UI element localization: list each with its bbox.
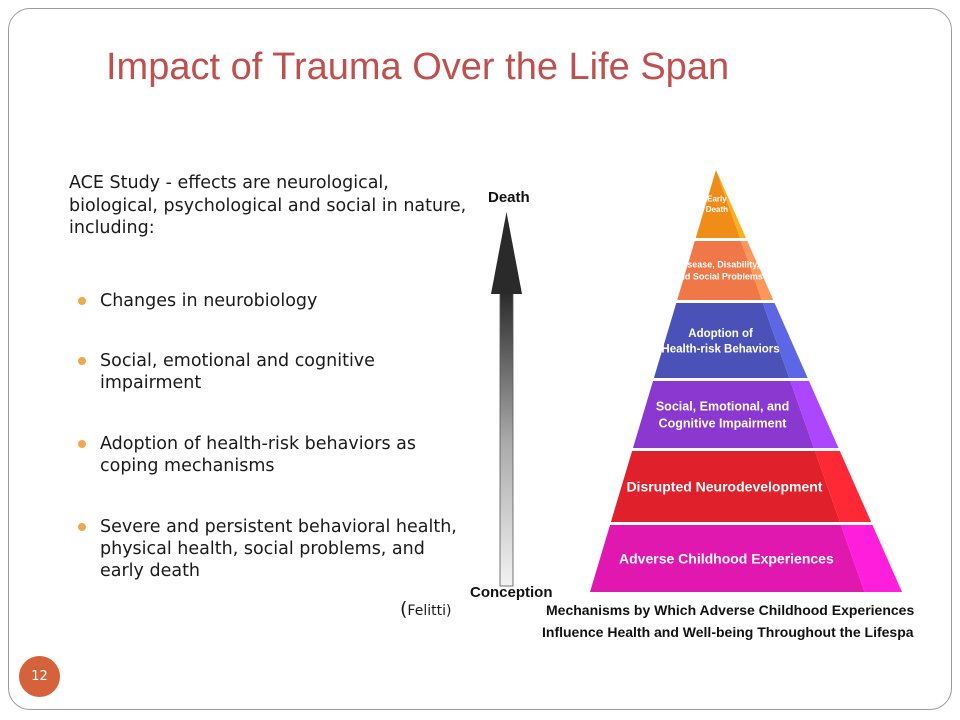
bullet-item: Changes in neurobiology <box>78 290 463 312</box>
citation-paren: ( <box>400 598 408 620</box>
pyramid-tier-front <box>653 303 790 378</box>
bullet-item: Severe and persistent behavioral health,… <box>78 516 463 582</box>
pyramid-tier-front <box>632 381 814 448</box>
slide-title: Impact of Trauma Over the Life Span <box>106 46 730 88</box>
pyramid-tier-label: Disease, Disability, <box>678 260 759 270</box>
pyramid-tier-label: Health-risk Behaviors <box>661 343 779 355</box>
pyramid-tier-front <box>695 170 740 238</box>
timeline-arrow-head-icon <box>491 212 522 294</box>
pyramid-tier-label: Early <box>707 194 727 203</box>
axis-bottom-label: Conception <box>470 584 553 601</box>
pyramid-tier-label: Adverse Childhood Experiences <box>619 550 834 566</box>
pyramid-tier-front <box>590 525 865 592</box>
bullet-dot-icon <box>78 523 86 531</box>
pyramid-tier-side <box>790 381 839 448</box>
pyramid-tier-front <box>610 451 840 522</box>
pyramid-tier-label: Death <box>706 205 728 214</box>
pyramid-tier-side <box>740 241 774 300</box>
pyramid-tier-label: Cognitive Impairment <box>659 416 788 430</box>
pyramid-tier-label: Disrupted Neurodevelopment <box>626 478 822 494</box>
pyramid-caption-line1: Mechanisms by Which Adverse Childhood Ex… <box>546 602 914 618</box>
bullet-text: Changes in neurobiology <box>100 291 318 311</box>
bullet-item: Social, emotional and cognitive impairme… <box>78 350 463 394</box>
pyramid-tier-side <box>840 525 902 592</box>
pyramid-tier-label: Adoption of <box>688 328 753 340</box>
citation: (Felitti) <box>400 598 451 620</box>
bullet-dot-icon <box>78 297 86 305</box>
slide-frame <box>8 8 952 710</box>
pyramid-caption-line2: Influence Health and Well-being Througho… <box>542 624 914 640</box>
axis-top-label: Death <box>488 189 530 206</box>
pyramid-tier-front <box>677 241 762 300</box>
pyramid-tier-label: Social, Emotional, and <box>656 399 789 413</box>
pyramid-tier-label: and Social Problems <box>674 272 763 282</box>
bullet-dot-icon <box>78 440 86 448</box>
bullet-text: Adoption of health-risk behaviors as cop… <box>100 434 417 476</box>
intro-text: ACE Study - effects are neurological, bi… <box>69 173 467 238</box>
pyramid-tier-side <box>814 451 872 522</box>
bullet-text: Social, emotional and cognitive impairme… <box>100 351 375 393</box>
timeline-arrow-shaft <box>499 291 514 587</box>
bullet-text: Severe and persistent behavioral health,… <box>100 517 457 581</box>
page-number-badge: 12 <box>19 656 60 697</box>
citation-author: Felitti) <box>407 603 452 619</box>
bullet-item: Adoption of health-risk behaviors as cop… <box>78 433 463 477</box>
pyramid-tier-side <box>762 303 808 378</box>
bullet-dot-icon <box>78 357 86 365</box>
